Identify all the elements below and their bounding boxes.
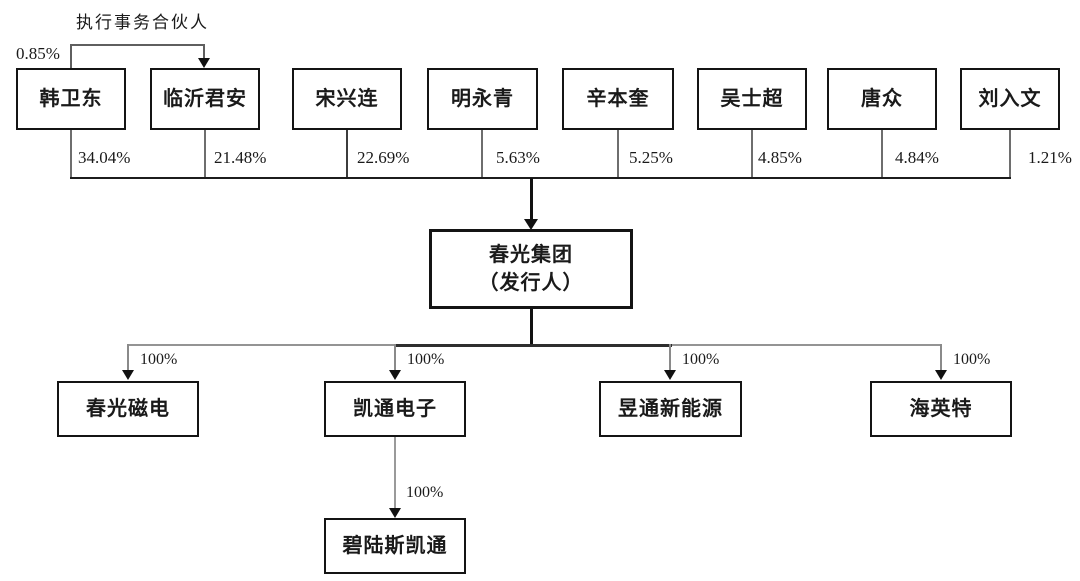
connector-line (346, 130, 348, 178)
shareholder-name: 韩卫东 (39, 88, 103, 110)
subsidiary-box: 凯通电子 (324, 381, 466, 437)
issuer-descriptor: （发行人） (478, 272, 584, 294)
connector-line (669, 344, 671, 371)
connector-line (481, 130, 483, 178)
shareholder-name: 吴士超 (720, 88, 784, 110)
shareholder-box: 辛本奎 (562, 68, 674, 130)
shareholder-box: 吴士超 (697, 68, 807, 130)
connector-line (394, 437, 396, 509)
arrowhead-down (935, 370, 947, 380)
ownership-percent: 1.21% (1028, 148, 1072, 167)
connector-line (204, 130, 206, 178)
arrowhead-down (389, 370, 401, 380)
ownership-percent: 34.04% (78, 148, 131, 167)
subsidiary-box: 春光磁电 (57, 381, 199, 437)
connector-line (203, 44, 205, 59)
executive-partner-label: 执行事务合伙人 (76, 13, 209, 32)
ownership-percent: 21.48% (214, 148, 267, 167)
subsidiary-box: 海英特 (870, 381, 1012, 437)
ownership-percent: 100% (406, 484, 444, 501)
connector-line (617, 130, 619, 178)
shareholder-box: 韩卫东 (16, 68, 126, 130)
ownership-percent: 22.69% (357, 148, 410, 167)
shareholder-box: 临沂君安 (150, 68, 260, 130)
ownership-percent: 100% (682, 351, 720, 368)
ownership-percent: 5.63% (496, 148, 540, 167)
executive-partner-percent: 0.85% (16, 44, 60, 63)
connector-line (530, 309, 533, 345)
connector-line (70, 44, 72, 69)
ownership-percent: 4.84% (895, 148, 939, 167)
connector-line (751, 130, 753, 178)
subsidiary-name: 海英特 (909, 398, 973, 420)
connector-line (1009, 130, 1011, 178)
arrowhead-down (389, 508, 401, 518)
shareholder-box: 刘入文 (960, 68, 1060, 130)
subsidiary-box: 昱通新能源 (599, 381, 742, 437)
bus-line (70, 177, 1011, 179)
connector-line (881, 130, 883, 178)
shareholder-box: 明永青 (427, 68, 538, 130)
shareholder-name: 明永青 (451, 88, 514, 110)
subsidiary-name: 春光磁电 (86, 398, 170, 420)
subsidiary-name: 凯通电子 (353, 398, 437, 420)
arrowhead-down (198, 58, 210, 68)
arrowhead-down (524, 219, 538, 230)
ownership-percent: 100% (953, 351, 991, 368)
arrowhead-down (122, 370, 134, 380)
issuer-name: 春光集团 (489, 244, 573, 266)
second-tier-subsidiary-box: 碧陆斯凯通 (324, 518, 466, 574)
shareholder-name: 刘入文 (978, 88, 1042, 110)
second-tier-subsidiary-name: 碧陆斯凯通 (342, 535, 448, 557)
connector-line (394, 344, 396, 371)
shareholder-name: 临沂君安 (163, 88, 247, 110)
connector-line (70, 130, 72, 178)
issuer-box: 春光集团 （发行人） (429, 229, 633, 309)
shareholder-name: 辛本奎 (586, 88, 650, 110)
connector-line (940, 344, 942, 371)
ownership-percent: 100% (407, 351, 445, 368)
connector-line (127, 344, 129, 371)
arrowhead-down (664, 370, 676, 380)
ownership-percent: 5.25% (629, 148, 673, 167)
shareholder-box: 唐众 (827, 68, 937, 130)
ownership-percent: 4.85% (758, 148, 802, 167)
ownership-percent: 100% (140, 351, 178, 368)
shareholder-name: 宋兴连 (315, 88, 379, 110)
connector-line (70, 44, 205, 46)
subsidiary-name: 昱通新能源 (618, 398, 723, 420)
connector-line (530, 178, 533, 220)
distribution-line (394, 344, 672, 347)
shareholder-box: 宋兴连 (292, 68, 402, 130)
shareholder-name: 唐众 (861, 88, 903, 110)
